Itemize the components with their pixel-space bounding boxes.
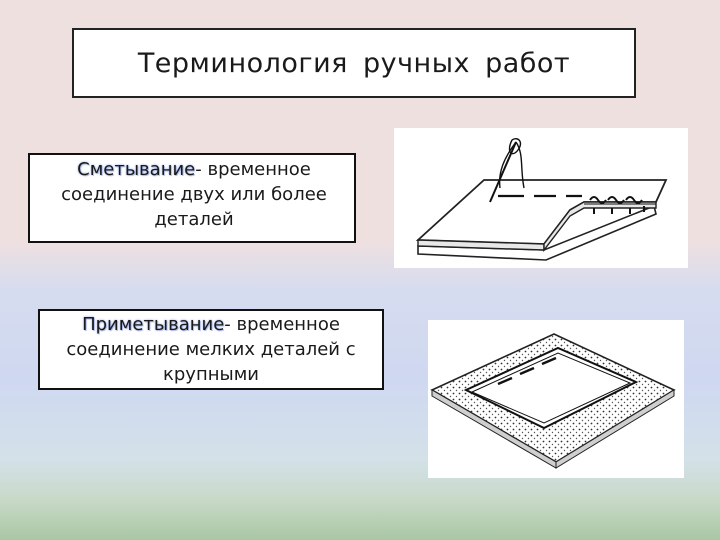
term-smetyvanie: Сметывание [77,159,196,180]
definition-box-smetyvanie: Сметывание- временное соединение двух ил… [28,153,356,243]
definition-text-primetyvanie: - временное соединение мелких деталей с … [66,314,356,385]
illustration-basting-small-piece [428,320,684,478]
slide-title: Терминология ручных работ [137,47,571,79]
slide-title-box: Терминология ручных работ [72,28,636,98]
definition-box-primetyvanie: Приметывание- временное соединение мелки… [38,309,384,390]
illustration-basting-layers [394,128,688,268]
definition-text-smetyvanie: - временное соединение двух или более де… [61,159,327,230]
term-primetyvanie: Приметывание [82,314,225,335]
